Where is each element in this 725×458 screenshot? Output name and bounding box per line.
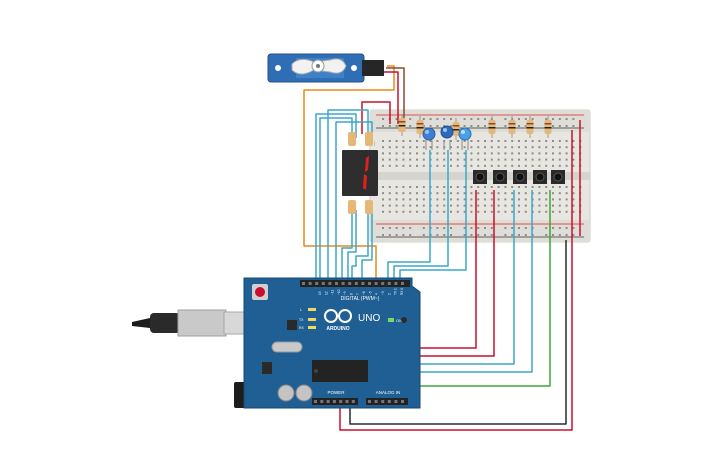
push-buttons (473, 170, 565, 184)
digital-label: DIGITAL (PWM~) (341, 296, 380, 302)
voltage-regulator (262, 362, 272, 374)
wire-servo-ground[interactable] (386, 67, 405, 118)
wire-display-dp[interactable] (361, 210, 373, 282)
led-3[interactable] (458, 127, 472, 150)
wire-servo-power[interactable] (382, 71, 399, 124)
power-label: POWER (327, 390, 345, 395)
mounting-hole (401, 317, 407, 323)
status-leds: L TX RX (299, 308, 316, 330)
on-label: ON (396, 318, 402, 323)
digital-pin-label: 13 (318, 291, 322, 295)
display-segments (363, 156, 369, 190)
wire-display-b[interactable] (315, 113, 357, 282)
digital-pin-label: 4 (375, 293, 379, 295)
display-resistors (348, 132, 373, 214)
reset-button-cap (255, 287, 265, 297)
digital-pin-label: 7 (356, 293, 360, 295)
push-button[interactable] (551, 170, 565, 184)
push-button[interactable] (533, 170, 547, 184)
digital-pin-label: ~10 (337, 289, 341, 295)
wire-display-e[interactable] (341, 210, 353, 282)
digital-pin-label: ~11 (331, 290, 335, 295)
led-2[interactable] (440, 125, 454, 150)
usb-chip (287, 320, 297, 330)
seven-segment-display[interactable]: 1 (342, 132, 378, 214)
resistor[interactable] (526, 116, 534, 138)
digital-pin-label: 2 (387, 293, 391, 295)
resistors (398, 114, 552, 140)
wire-display-d[interactable] (335, 121, 373, 282)
digital-header-pins (302, 282, 404, 285)
digital-pin-label: ~5 (368, 291, 372, 295)
wire-display-a[interactable] (319, 117, 353, 282)
resistor[interactable] (488, 116, 496, 138)
resistor[interactable] (544, 116, 552, 138)
push-button[interactable] (513, 170, 527, 184)
uno-label: UNO (358, 313, 380, 324)
tx-label: TX (299, 318, 304, 322)
row-letter-j: j (373, 141, 375, 147)
wire-display-f[interactable] (347, 210, 357, 282)
rx-label: RX (299, 326, 305, 330)
arduino-brand: ARDUINO (326, 326, 349, 332)
usb-cable (132, 309, 251, 337)
wire-led-3[interactable] (399, 150, 467, 282)
wire-led-1[interactable] (387, 150, 431, 282)
wire-display-g[interactable] (351, 210, 369, 282)
wire-rail-jumper[interactable] (361, 101, 391, 134)
resistor[interactable] (416, 116, 424, 138)
push-button[interactable] (493, 170, 507, 184)
digital-pin-label: TX 1 (394, 288, 398, 295)
wire-button-3-power[interactable] (339, 130, 573, 431)
arduino-logo: ARDUINO (324, 309, 352, 332)
digital-pin-label: ~9 (343, 291, 347, 295)
digital-pin-label: 12 (324, 291, 328, 295)
crystal (271, 341, 303, 353)
analog-label: ANALOG IN (376, 390, 401, 395)
digital-pin-label: ~6 (362, 291, 366, 295)
l-label: L (300, 308, 302, 312)
wire-led-2[interactable] (393, 150, 449, 282)
analog-header[interactable] (366, 398, 408, 405)
wire-ground[interactable] (349, 240, 567, 425)
resistor[interactable] (508, 116, 516, 138)
digital-pin-label: ~3 (381, 291, 385, 295)
digital-pin-label: 8 (350, 293, 354, 295)
bottom-header-pins (314, 400, 404, 403)
digital-pin-label: RX 0 (400, 288, 404, 295)
servo-motor[interactable] (267, 53, 384, 83)
capacitors (277, 384, 313, 402)
wire-servo-signal[interactable] (303, 65, 395, 282)
led-1[interactable] (422, 127, 436, 150)
on-led (388, 318, 394, 322)
resistor[interactable] (398, 114, 406, 136)
wire-display-c[interactable] (327, 109, 369, 282)
atmega-chip (312, 360, 368, 382)
push-button[interactable] (473, 170, 487, 184)
arduino-board (243, 277, 421, 409)
resistor[interactable] (452, 118, 460, 140)
